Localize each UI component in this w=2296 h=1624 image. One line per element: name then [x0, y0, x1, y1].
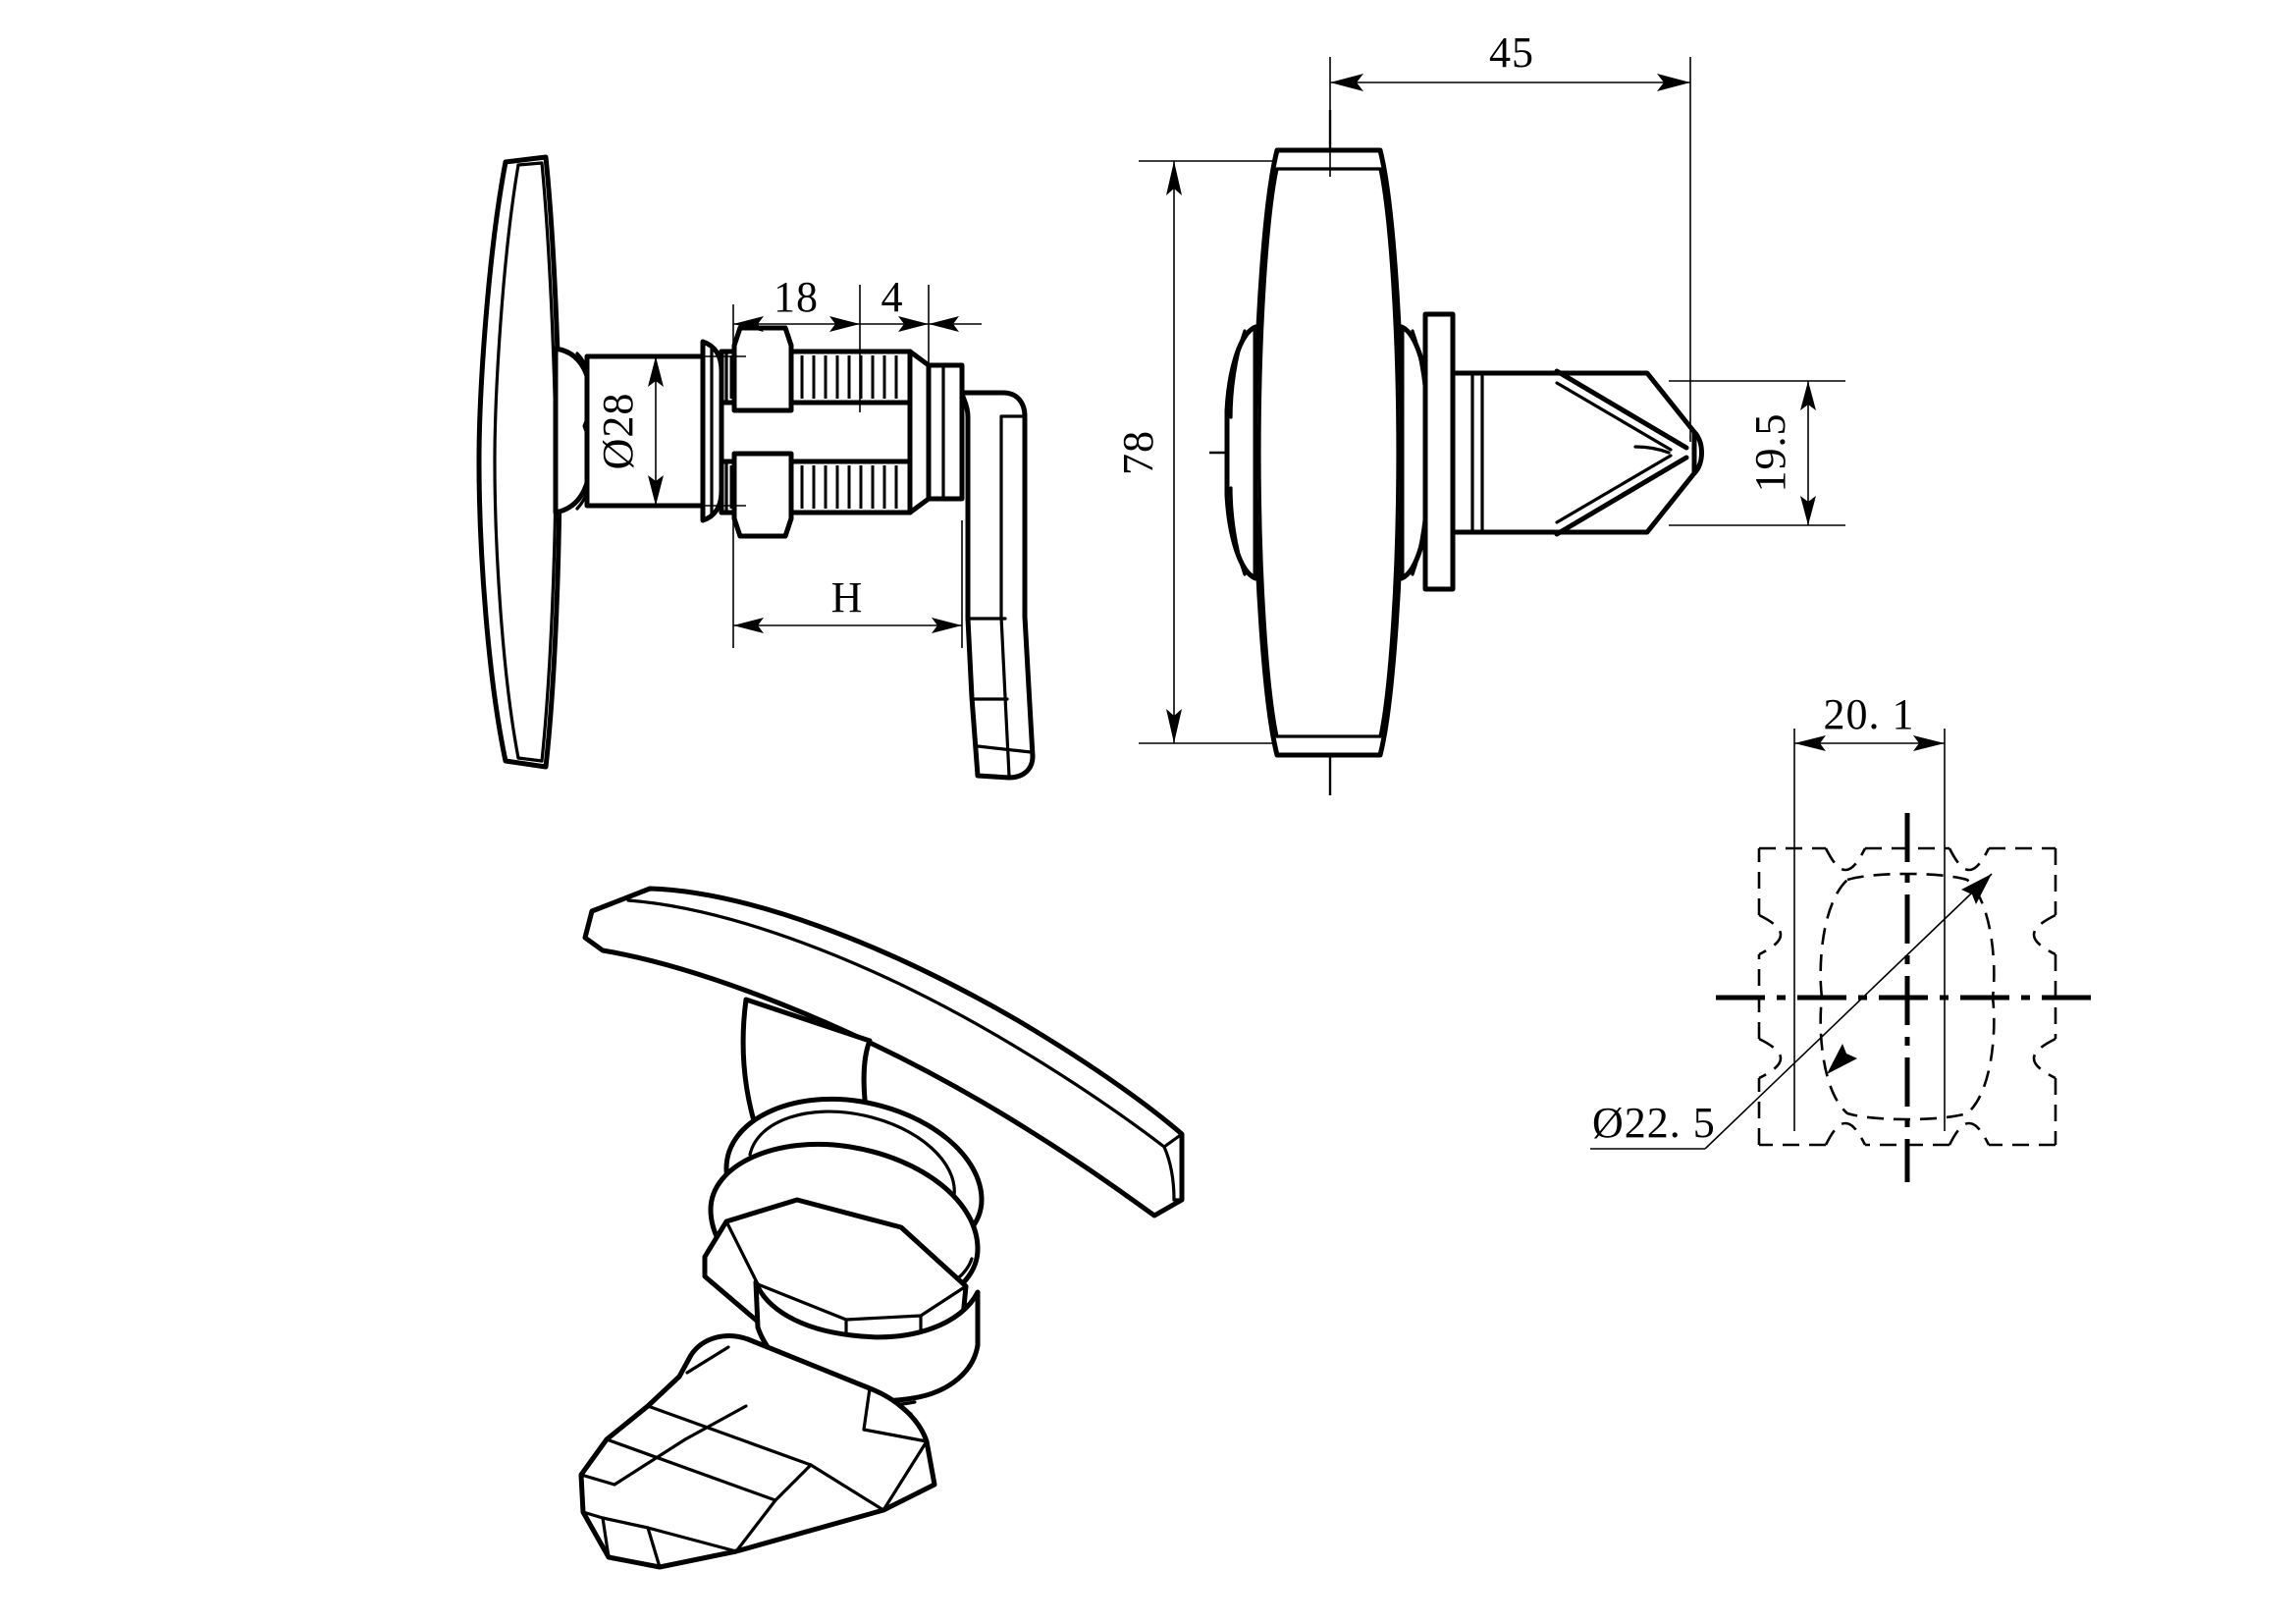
dimension-4: 4 — [860, 273, 982, 373]
dim-20-1-label: 20. 1 — [1824, 690, 1915, 738]
dim-19-5-label: 19.5 — [1746, 413, 1794, 493]
iso-cam-arm — [578, 1333, 937, 1570]
dim-78-label: 78 — [1114, 430, 1162, 475]
front-left-shoulder — [1224, 324, 1258, 581]
side-collar-ring — [700, 339, 724, 523]
front-neck — [1422, 311, 1456, 592]
leader-diameter-22-5: Ø22. 5 — [1590, 873, 1993, 1150]
view-side-elevation: 18 4 Ø28 — [476, 154, 1036, 781]
dimension-18: 18 — [732, 273, 861, 412]
dim-45-label: 45 — [1489, 28, 1534, 77]
side-handle-profile — [476, 154, 562, 770]
dim-18-label: 18 — [774, 273, 819, 321]
front-cam-body — [1450, 368, 1704, 537]
dimension-78: 78 — [1114, 160, 1274, 744]
dimension-H: H — [732, 520, 963, 648]
dimension-19-5: 19.5 — [1669, 380, 1845, 526]
side-threaded-shaft — [719, 325, 913, 539]
dim-4-label: 4 — [881, 273, 904, 321]
view-front-elevation: 45 78 19.5 — [1114, 28, 1845, 795]
view-cutout-detail: Ø22. 5 20. 1 — [1590, 690, 2101, 1182]
dim-d28-label: Ø28 — [594, 393, 642, 470]
dimension-diameter-28: Ø28 — [594, 355, 746, 507]
dimension-45: 45 — [1329, 28, 1691, 442]
dim-H-label: H — [831, 573, 864, 622]
cutout-rounded-hole — [1819, 872, 1996, 1121]
view-isometric — [578, 886, 1185, 1570]
dimension-20-1: 20. 1 — [1793, 690, 1946, 1131]
dim-d22-5-label: Ø22. 5 — [1592, 1099, 1716, 1147]
front-handle-body — [1253, 147, 1405, 758]
side-cam-arm — [959, 390, 1036, 781]
iso-handle — [582, 886, 1185, 1218]
side-shaft-shoulder — [907, 349, 965, 515]
